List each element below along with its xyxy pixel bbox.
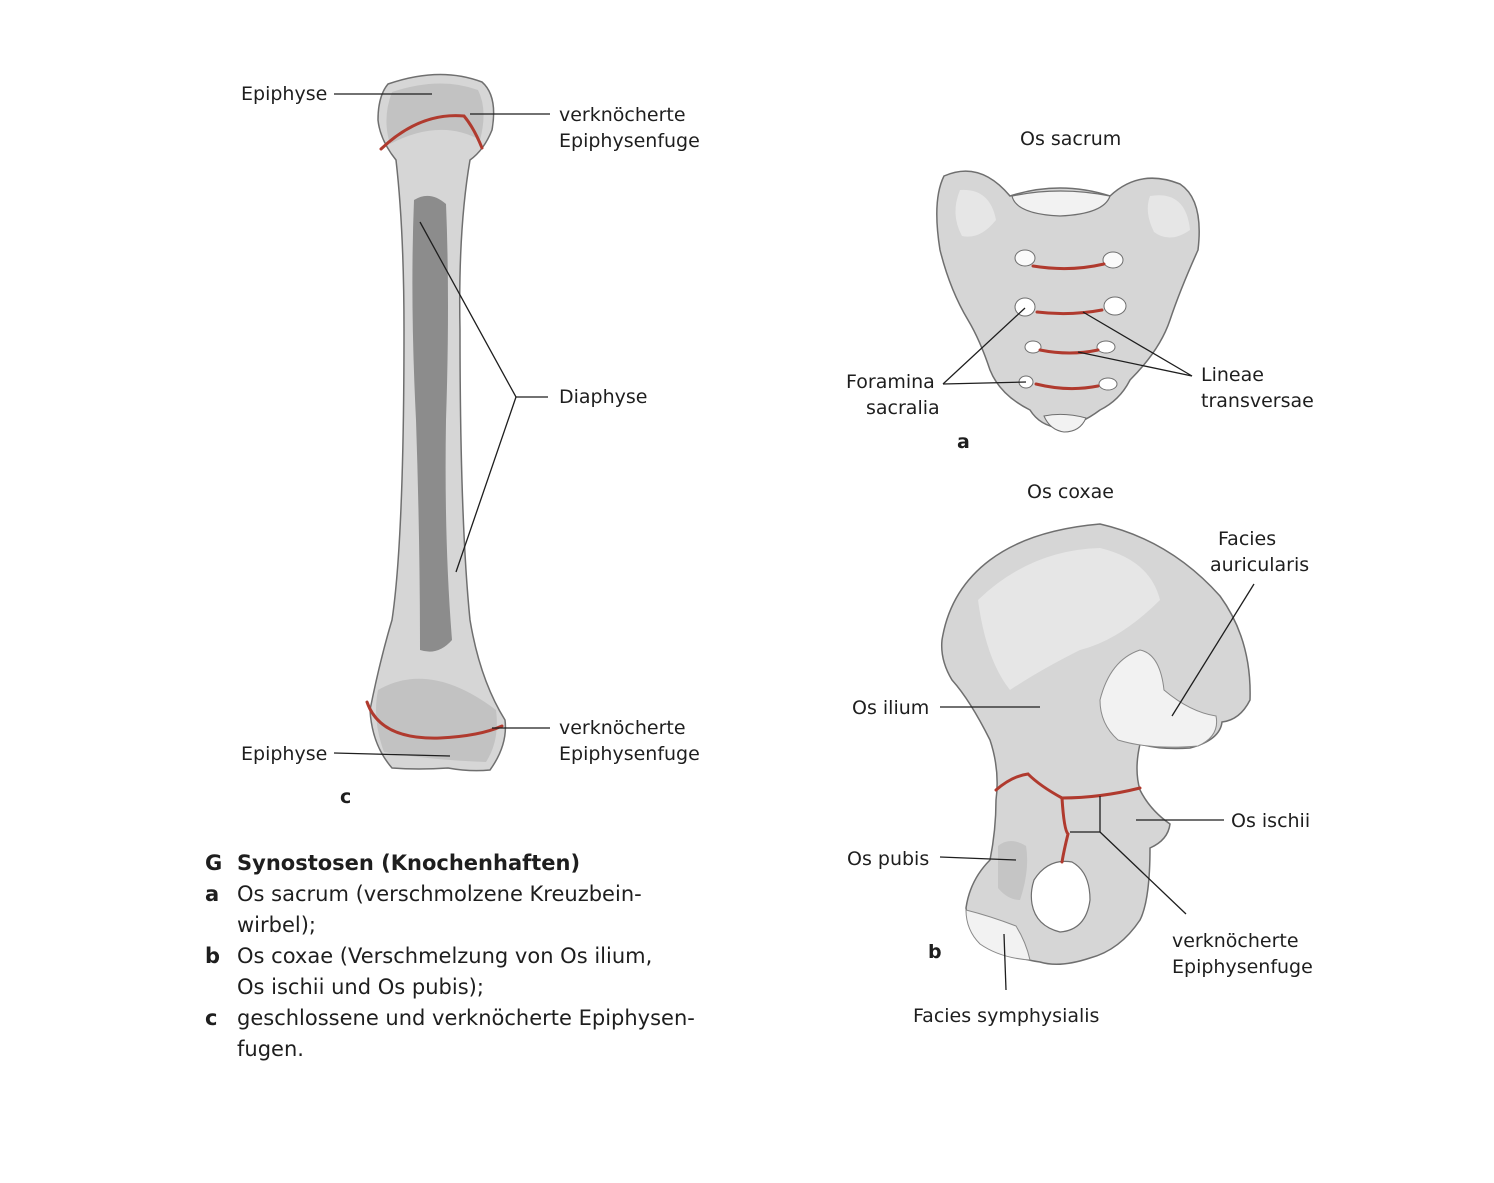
caption-item-key: c: [205, 1006, 218, 1030]
epiphyseal-line-top: [379, 114, 484, 151]
label-lineae-1: Lineae: [1201, 364, 1264, 386]
caption-item-text: fugen.: [237, 1037, 304, 1061]
label-facies-auricularis-1: Facies: [1218, 528, 1276, 550]
caption-heading: G Synostosen (Knochenhaften): [205, 848, 725, 879]
label-fuge-top-1: verknöcherte: [559, 104, 686, 126]
label-os-ilium: Os ilium: [852, 697, 929, 719]
caption-figure-key: G: [205, 851, 223, 875]
figure-caption: G Synostosen (Knochenhaften) a Os sacrum…: [205, 848, 725, 1065]
panel-letter-c: c: [340, 786, 351, 808]
sacrum-illustration: [936, 170, 1200, 433]
coxae-illustration: [940, 523, 1251, 965]
label-facies-symphysialis: Facies symphysialis: [913, 1005, 1099, 1027]
caption-item-c: c geschlossene und verknöcherte Epiphyse…: [205, 1003, 725, 1065]
caption-item-b: b Os coxae (Verschmelzung von Os ilium, …: [205, 941, 725, 1003]
label-os-pubis: Os pubis: [847, 848, 929, 870]
label-fuge-top-2: Epiphysenfuge: [559, 130, 700, 152]
epiphyseal-line-bottom: [365, 700, 504, 740]
label-os-ischii: Os ischii: [1231, 810, 1310, 832]
title-os-sacrum: Os sacrum: [1020, 128, 1121, 150]
caption-item-text: Os sacrum (verschmolzene Kreuzbein-: [237, 882, 642, 906]
caption-item-text: Os ischii und Os pubis);: [237, 975, 484, 999]
caption-item-a: a Os sacrum (verschmolzene Kreuzbein- wi…: [205, 879, 725, 941]
label-lineae-2: transversae: [1201, 390, 1314, 412]
label-fuge-coxae-1: verknöcherte: [1172, 930, 1299, 952]
caption-item-key: a: [205, 882, 220, 906]
caption-item-text: Os coxae (Verschmelzung von Os ilium,: [237, 944, 653, 968]
caption-item-text: wirbel);: [237, 913, 316, 937]
label-fuge-bottom-1: verknöcherte: [559, 717, 686, 739]
label-facies-auricularis-2: auricularis: [1210, 554, 1309, 576]
label-fuge-coxae-2: Epiphysenfuge: [1172, 956, 1313, 978]
caption-item-key: b: [205, 944, 221, 968]
label-epiphyse-top: Epiphyse: [241, 83, 327, 105]
label-foramina-1: Foramina: [846, 371, 935, 393]
label-diaphyse: Diaphyse: [559, 386, 648, 408]
label-epiphyse-bottom: Epiphyse: [241, 743, 327, 765]
caption-title: Synostosen (Knochenhaften): [237, 851, 581, 875]
caption-item-text: geschlossene und verknöcherte Epiphysen-: [237, 1006, 695, 1030]
label-foramina-2: sacralia: [866, 397, 940, 419]
panel-letter-a: a: [957, 431, 970, 453]
panel-letter-b: b: [928, 941, 942, 963]
long-bone-illustration: [365, 73, 507, 772]
label-fuge-bottom-2: Epiphysenfuge: [559, 743, 700, 765]
title-os-coxae: Os coxae: [1027, 481, 1114, 503]
